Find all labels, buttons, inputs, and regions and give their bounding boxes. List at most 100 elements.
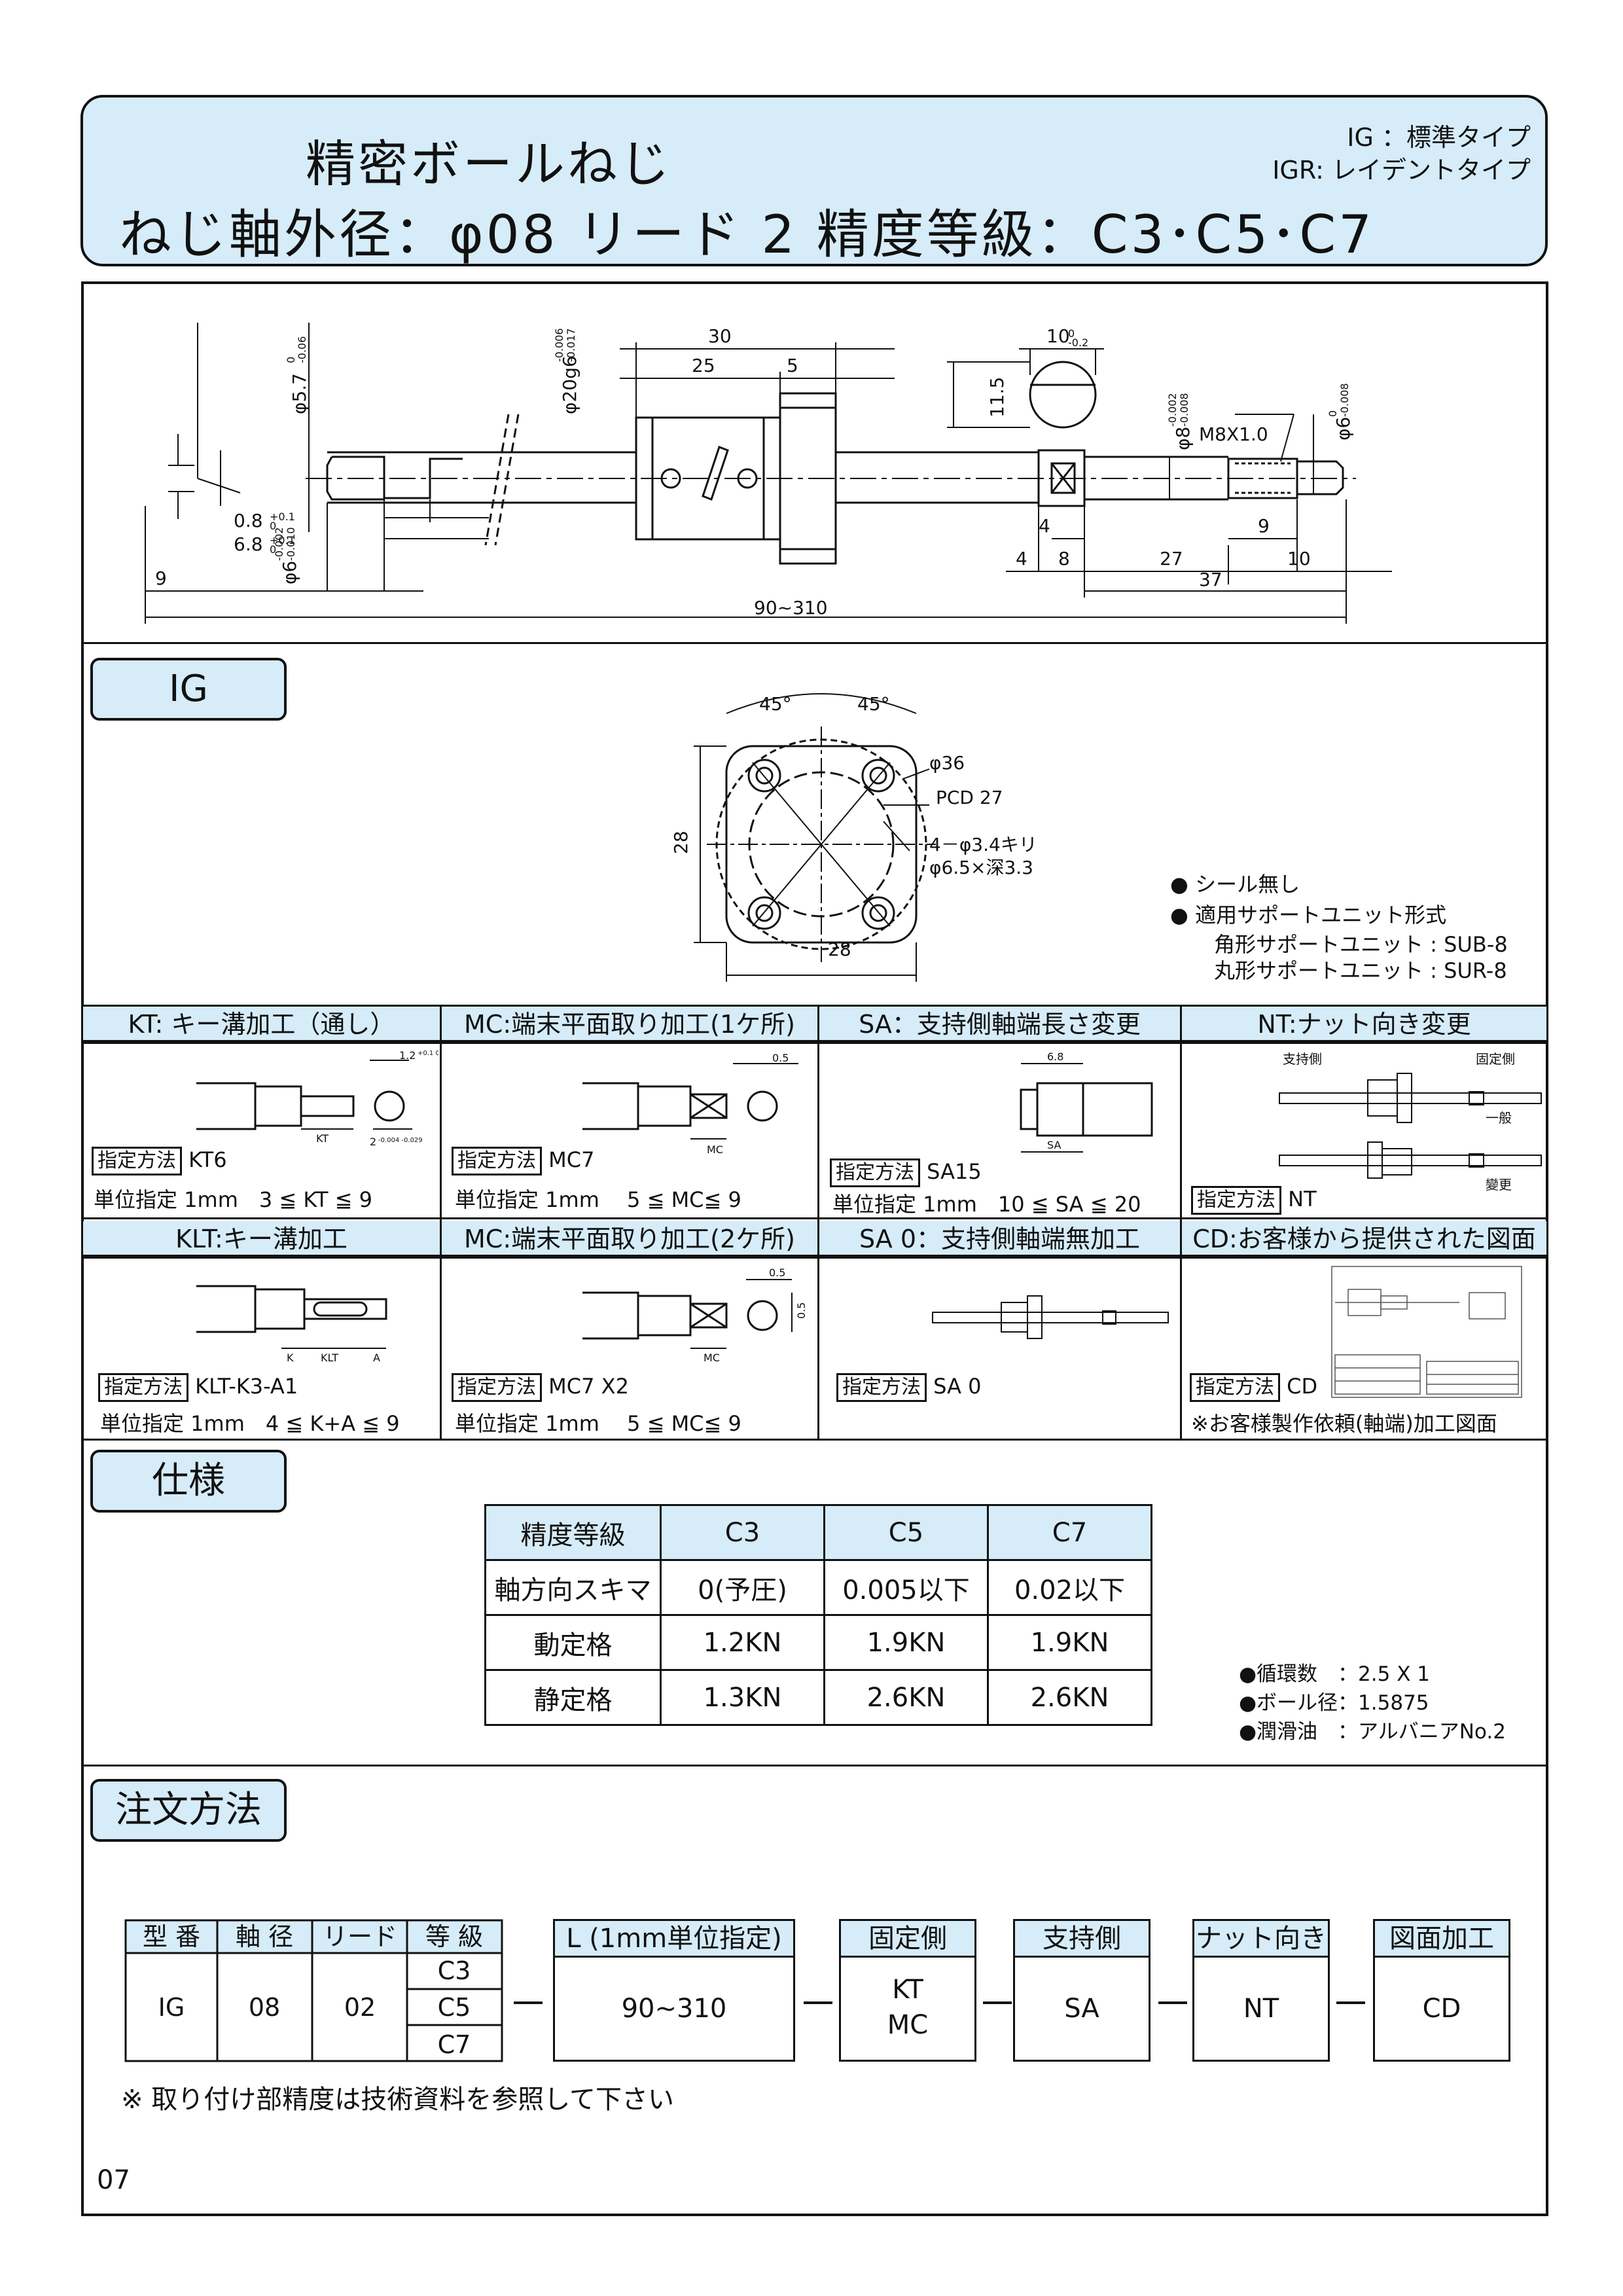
klt-drawing: K KLT A bbox=[196, 1285, 387, 1364]
order-fixed-kt: KT bbox=[892, 1975, 923, 2005]
divider-ig bbox=[81, 1005, 1548, 1007]
klt-rule: 単位指定 1mm 4 ≦ K+A ≦ 9 bbox=[100, 1411, 400, 1436]
content-frame bbox=[81, 281, 1548, 2216]
spec-method-label: 指定方法 bbox=[1191, 1186, 1281, 1215]
section-title-order: 注文方法 bbox=[90, 1779, 287, 1842]
dim-d57: φ5.7 bbox=[289, 373, 310, 414]
dim-115: 11.5 bbox=[986, 377, 1008, 418]
order-dash bbox=[514, 2001, 543, 2004]
type-tag-igr: IGR: レイデントタイプ bbox=[1272, 156, 1531, 185]
spec-method-label: 指定方法 bbox=[836, 1373, 927, 1402]
dim-9-right: 9 bbox=[1258, 515, 1270, 537]
opt-head-sa0: SA 0：支持側軸端無加工 bbox=[819, 1221, 1180, 1257]
mc1-spec: 指定方法 MC7 bbox=[452, 1147, 594, 1175]
opt-head-mc2: MC:端末平面取り加工(2ケ所) bbox=[442, 1221, 817, 1257]
note-circuits: ●循環数 ：2.5 X 1 bbox=[1239, 1662, 1431, 1686]
spec-method-label: 指定方法 bbox=[92, 1147, 182, 1175]
klt-k: K bbox=[287, 1352, 294, 1364]
mc1-label: MC bbox=[707, 1143, 723, 1156]
svg-text:0.5: 0.5 bbox=[795, 1302, 808, 1319]
bullet-no-seal: ● シール無し bbox=[1170, 872, 1300, 897]
dim-25: 25 bbox=[692, 355, 715, 376]
nt-drawing: 支持側 固定側 一般 變更 bbox=[1279, 1051, 1542, 1193]
note-ball-dia: ●ボール径：1.5875 bbox=[1239, 1691, 1429, 1715]
header-banner: 精密ボールねじ ねじ軸外径：φ08 リード 2 精度等級：C3･C5･C7 IG… bbox=[80, 95, 1548, 266]
spec-notes: ●循環数 ：2.5 X 1 ●ボール径：1.5875 ●潤滑油 ：アルバニアNo… bbox=[1239, 1660, 1506, 1746]
dim-m8: M8X1.0 bbox=[1199, 423, 1268, 445]
dim-27: 27 bbox=[1160, 548, 1183, 569]
svg-text:-0.010: -0.010 bbox=[285, 527, 297, 561]
flange-drawing: 45° 45° φ36 PCD 27 4－φ3.4キリ φ6.5×深3.3 28… bbox=[670, 693, 1037, 982]
kt-rule: 単位指定 1mm 3 ≦ KT ≦ 9 bbox=[94, 1187, 372, 1212]
svg-text:+0.1: +0.1 bbox=[270, 511, 295, 523]
cd-drawing-thumbnail bbox=[1331, 1266, 1522, 1398]
spec-method-label: 指定方法 bbox=[1190, 1373, 1280, 1402]
support-unit-round: 丸形サポートユニット : SUR-8 bbox=[1214, 958, 1507, 983]
sa-drawing: 6.8 SA bbox=[1020, 1050, 1153, 1153]
page-subtitle: ねじ軸外径：φ08 リード 2 精度等級：C3･C5･C7 bbox=[119, 204, 1375, 265]
holes-spec-1: 4－φ3.4キリ bbox=[929, 834, 1037, 855]
divider-drawing bbox=[81, 642, 1548, 644]
dim-10-right: 10 bbox=[1287, 548, 1311, 569]
svg-text:-0.006: -0.006 bbox=[553, 328, 565, 362]
opt-head-kt: KT: キー溝加工（通し） bbox=[83, 1007, 440, 1042]
order-box-support: 支持側 SA bbox=[1013, 1919, 1150, 2062]
order-fixed-mc: MC bbox=[887, 2010, 929, 2040]
mc2-spec: 指定方法 MC7 X2 bbox=[452, 1373, 629, 1402]
dim-68: 6.8 bbox=[234, 533, 263, 555]
dim-8: 8 bbox=[1058, 548, 1070, 569]
page-number: 07 bbox=[97, 2165, 130, 2195]
spec-method-label: 指定方法 bbox=[830, 1158, 920, 1187]
order-box-drawing: 図面加工 CD bbox=[1373, 1919, 1510, 2062]
holes-spec-2: φ6.5×深3.3 bbox=[929, 857, 1033, 878]
ball-screw-drawing: 30 25 5 10 0 -0.2 M8X1.0 0.8 +0.1 0 6.8 … bbox=[145, 323, 1392, 624]
opt-head-klt: KLT:キー溝加工 bbox=[83, 1221, 440, 1257]
angle-45-right: 45° bbox=[857, 693, 890, 715]
dim-h28: 28 bbox=[670, 831, 692, 854]
svg-text:1.2: 1.2 bbox=[399, 1049, 416, 1062]
opt-col-divider-3 bbox=[1180, 1005, 1182, 1439]
mc1-drawing: MC 0.5 bbox=[582, 1052, 798, 1156]
svg-text:+0.1: +0.1 bbox=[270, 534, 295, 547]
svg-text:-0.2: -0.2 bbox=[1068, 336, 1088, 349]
opt-head-sa: SA：支持側軸端長さ変更 bbox=[819, 1007, 1180, 1042]
section-title-ig: IG bbox=[90, 658, 287, 721]
kt-label: KT bbox=[316, 1132, 329, 1145]
cd-spec: 指定方法 CD bbox=[1190, 1373, 1317, 1402]
opt-head-cd: CD:お客様から提供された図面 bbox=[1182, 1221, 1546, 1257]
mc2-label: MC bbox=[704, 1352, 720, 1364]
svg-text:0: 0 bbox=[270, 520, 276, 532]
type-tag-ig: IG ：標準タイプ bbox=[1347, 123, 1531, 152]
svg-text:-0.06: -0.06 bbox=[296, 336, 308, 363]
order-drawing-value: CD bbox=[1422, 1994, 1461, 2024]
dim-08: 0.8 bbox=[234, 510, 263, 531]
support-unit-square: 角形サポートユニット : SUB-8 bbox=[1214, 932, 1508, 957]
opt-col-divider-2 bbox=[817, 1005, 819, 1439]
svg-text:-0.008: -0.008 bbox=[1178, 393, 1190, 427]
nt-changed: 變更 bbox=[1486, 1177, 1512, 1193]
order-head-dia: 軸 径 bbox=[236, 1922, 293, 1951]
svg-text:-0.002: -0.002 bbox=[1166, 393, 1179, 427]
order-head-model: 型 番 bbox=[143, 1922, 200, 1951]
klt-klt: KLT bbox=[321, 1352, 338, 1364]
opt-col-divider-1 bbox=[440, 1005, 442, 1439]
divider-options bbox=[81, 1439, 1548, 1441]
dim-30: 30 bbox=[708, 325, 732, 347]
nt-side-support: 支持側 bbox=[1283, 1051, 1322, 1067]
divider-opt-head2 bbox=[81, 1257, 1548, 1259]
svg-text:-0.017: -0.017 bbox=[565, 328, 577, 362]
spec-method-label: 指定方法 bbox=[98, 1373, 188, 1402]
svg-text:-0.002: -0.002 bbox=[273, 527, 285, 561]
cd-note: ※お客様製作依頼(軸端)加工図面 bbox=[1191, 1411, 1497, 1436]
angle-45-left: 45° bbox=[759, 693, 792, 715]
spec-method-label: 指定方法 bbox=[452, 1373, 542, 1402]
nt-side-fixed: 固定側 bbox=[1476, 1051, 1515, 1067]
order-head-lead: リード bbox=[323, 1922, 397, 1951]
svg-text:0: 0 bbox=[270, 543, 276, 556]
dim-d8: φ8 bbox=[1172, 427, 1194, 450]
order-dash bbox=[804, 2001, 832, 2004]
sa0-spec: 指定方法 SA 0 bbox=[836, 1373, 982, 1402]
order-dia: 08 bbox=[249, 1993, 280, 2022]
